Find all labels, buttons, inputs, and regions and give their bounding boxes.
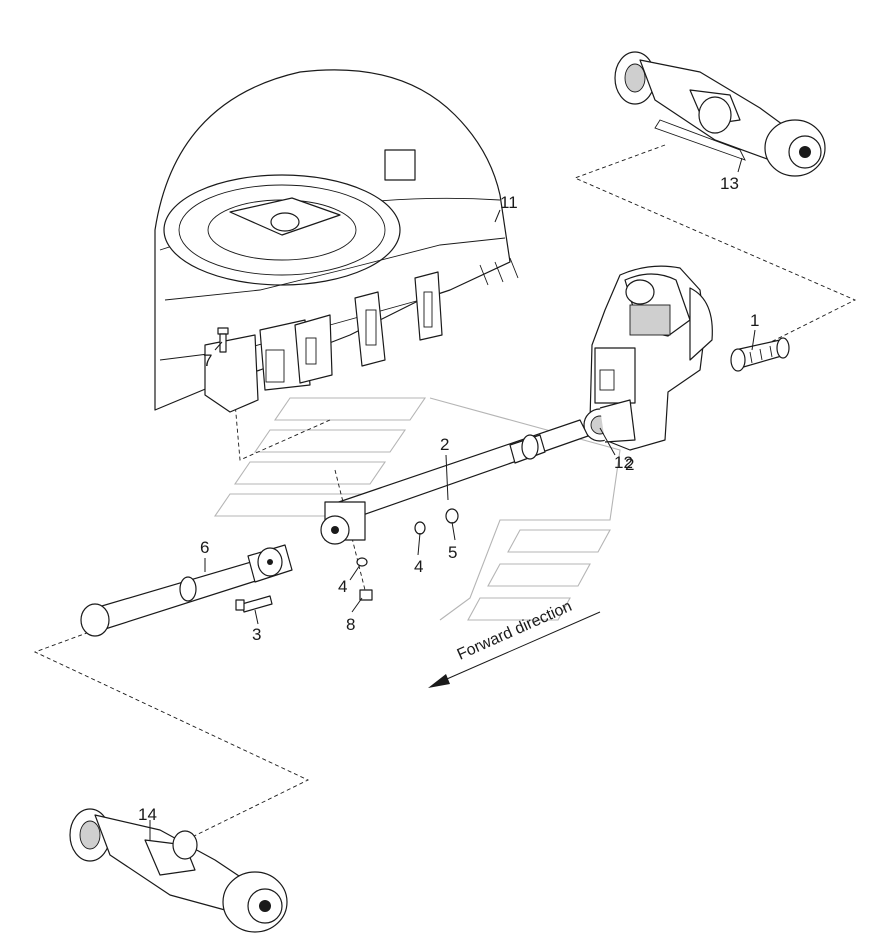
callout-11: 11: [500, 193, 518, 212]
rear-axle: [69, 808, 288, 933]
callout-2-shaft: 2: [440, 435, 449, 454]
nut-5: [445, 508, 459, 524]
callout-13: 13: [720, 174, 739, 193]
leader-lines: [149, 157, 756, 840]
callout-4-right: 4: [414, 557, 423, 576]
nut-8: [359, 589, 373, 601]
callout-1: 1: [750, 311, 759, 330]
callout-labels: 1 2 2 3 4 4 5 6 7 8 11 12 13 14: [138, 174, 759, 824]
frame-turntable: [154, 69, 519, 413]
callout-5: 5: [448, 543, 457, 562]
callout-3: 3: [252, 625, 261, 644]
callout-14: 14: [138, 805, 157, 824]
washer-4b: [414, 521, 426, 535]
transfer-gearbox: [583, 265, 713, 451]
driveshaft-6: [80, 544, 293, 637]
direction-arrow-icon: [428, 611, 601, 688]
callout-4-left: 4: [338, 577, 347, 596]
callout-7: 7: [203, 351, 212, 370]
front-axle: [614, 51, 826, 177]
bolt-7: [217, 327, 229, 353]
watermark-logo: [213, 397, 621, 621]
washer-4a: [356, 557, 368, 567]
driveshaft-1: [730, 337, 790, 372]
callout-12: 12: [614, 453, 633, 472]
callout-6: 6: [200, 538, 209, 557]
callout-8: 8: [346, 615, 355, 634]
callout-2-gearbox: 2: [625, 455, 634, 474]
bolt-3: [235, 595, 273, 613]
driveshaft-2: [320, 419, 589, 545]
